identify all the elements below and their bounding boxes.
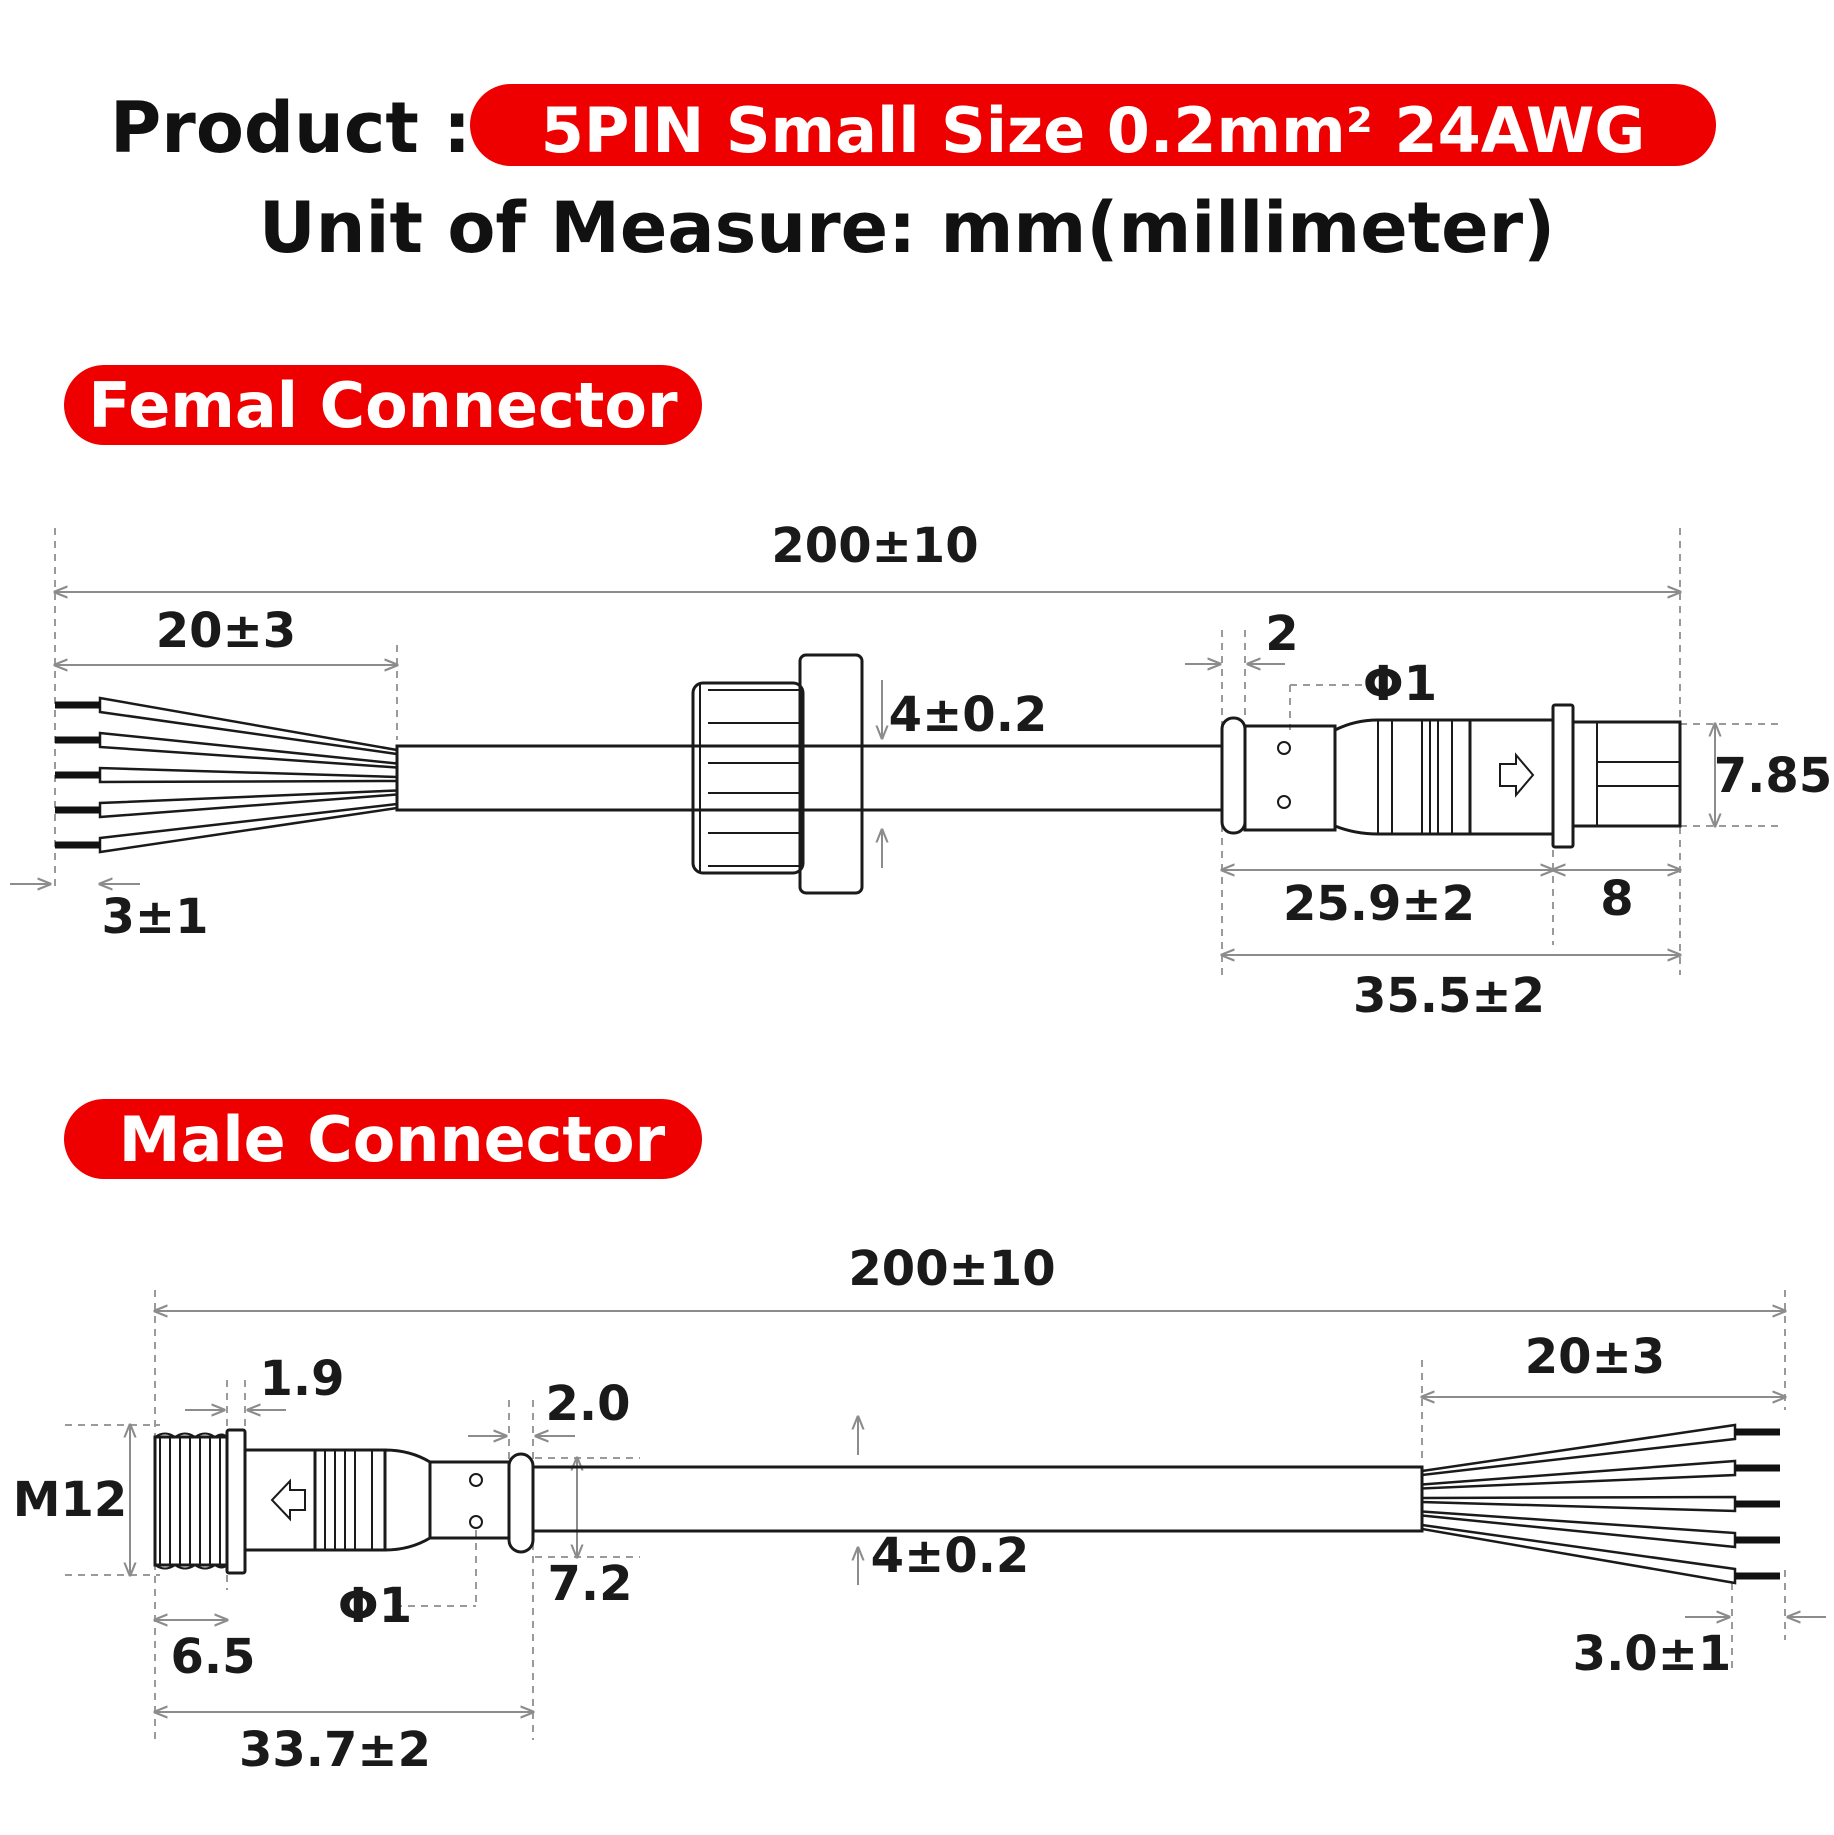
- wire-insulation: [1420, 1510, 1737, 1549]
- m12-thread-icon: [154, 1432, 228, 1570]
- female-dimension-lines: [10, 592, 1715, 955]
- male-connector-length-label: 33.7±2: [239, 1722, 431, 1778]
- male-dimension-lines: [130, 1311, 1826, 1712]
- wire: [1420, 1495, 1780, 1513]
- male-wires: [1420, 1423, 1780, 1585]
- female-tip-length-label: 8: [1600, 871, 1633, 927]
- female-cable-diameter-label: 4±0.2: [889, 687, 1048, 743]
- wire: [55, 766, 399, 784]
- product-label: Product :: [110, 87, 471, 169]
- female-section-title: Femal Connector: [88, 369, 678, 442]
- product-value: 5PIN Small Size 0.2mm² 24AWG: [541, 94, 1645, 167]
- male-strip-length-label: 20±3: [1525, 1329, 1665, 1385]
- female-hole-diameter-label: Φ1: [1363, 656, 1437, 712]
- female-cable: [395, 744, 1224, 812]
- female-total-length-label: 200±10: [771, 518, 978, 574]
- male-pin-hole-icon: [469, 1473, 483, 1487]
- male-cable-diameter-label: 4±0.2: [871, 1528, 1030, 1584]
- female-gap-label: 2: [1265, 606, 1298, 662]
- male-wire-tip-label: 3.0±1: [1573, 1626, 1732, 1682]
- male-thread-label: M12: [13, 1472, 128, 1528]
- male-total-length-label: 200±10: [848, 1241, 1055, 1297]
- male-pin-hole-icon: [469, 1515, 483, 1529]
- male-direction-arrow-icon: [270, 1478, 306, 1522]
- female-wire-tip-label: 3±1: [101, 889, 208, 945]
- female-section-badge: [64, 365, 702, 445]
- wire: [55, 731, 399, 769]
- male-section-title: Male Connector: [119, 1103, 666, 1176]
- wire: [1420, 1510, 1780, 1549]
- male-connector-body: [153, 1428, 535, 1575]
- female-body-length-label: 25.9±2: [1283, 876, 1475, 932]
- wire-insulation: [98, 766, 399, 784]
- female-wires: [55, 696, 399, 854]
- unit-of-measure: Unit of Measure: mm(millimeter): [259, 187, 1555, 269]
- male-thread-length-label: 6.5: [170, 1629, 255, 1685]
- male-section-badge: [64, 1099, 702, 1179]
- male-gap-label: 2.0: [545, 1376, 630, 1432]
- wire-insulation: [1420, 1495, 1737, 1513]
- male-hole-diameter-label: Φ1: [338, 1578, 412, 1634]
- male-cable: [531, 1465, 1424, 1533]
- female-connector-length-label: 35.5±2: [1353, 968, 1545, 1024]
- female-height-label: 7.85: [1714, 748, 1832, 804]
- female-pin-hole-icon: [1277, 741, 1291, 755]
- female-strip-length-label: 20±3: [156, 603, 296, 659]
- female-extension-lines: [54, 528, 1780, 975]
- female-strain-relief: [691, 653, 864, 895]
- female-direction-arrow-icon: [1499, 752, 1535, 798]
- female-pin-hole-icon: [1277, 795, 1291, 809]
- female-connector-body: [1220, 703, 1682, 849]
- male-cable-height-label: 7.2: [547, 1556, 632, 1612]
- male-thread-gap-label: 1.9: [259, 1351, 344, 1407]
- wire-insulation: [98, 731, 399, 769]
- product-badge: [470, 84, 1716, 166]
